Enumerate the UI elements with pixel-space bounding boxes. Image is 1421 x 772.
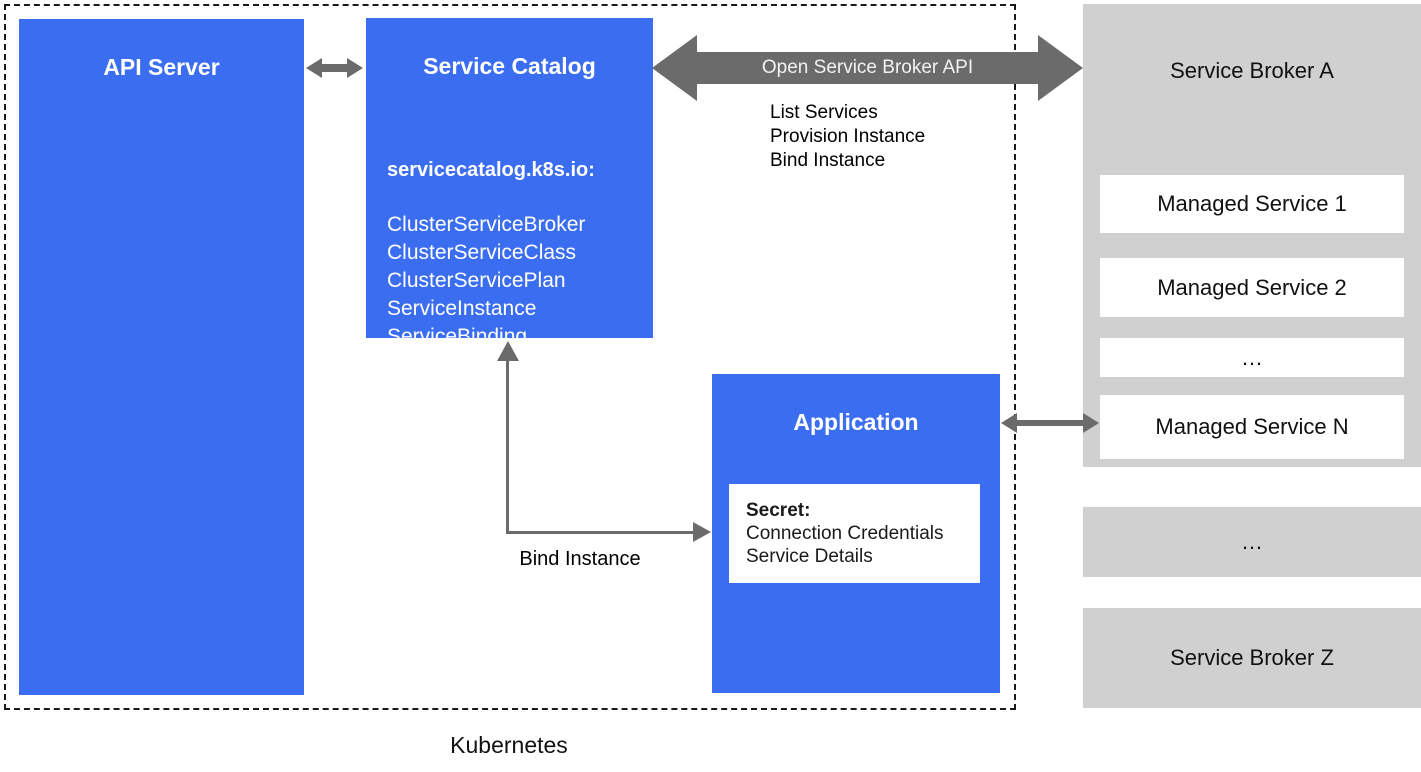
osb-api-label: Open Service Broker API [761,57,974,78]
managed-service-box: Managed Service N [1100,395,1404,459]
service-catalog-title: Service Catalog [423,53,596,79]
arrow-left-head-icon [652,35,697,101]
osb-operations-list: List Services Provision Instance Bind In… [770,101,925,173]
api-server-service-catalog-arrow [306,58,363,78]
arrow-right-head-icon [1038,35,1083,101]
api-server-box: API Server [19,19,304,695]
arrow-shaft [322,64,347,72]
bind-instance-arrow-up-head-icon [497,341,519,361]
osb-operation: List Services [770,102,878,123]
arrow-shaft [1017,420,1083,426]
open-service-broker-api-arrow: Open Service Broker API [652,35,1083,101]
service-catalog-box: Service Catalog servicecatalog.k8s.io: C… [366,18,653,348]
bind-instance-label: Bind Instance [519,548,641,570]
bind-instance-arrow-vertical-line [506,359,509,533]
arrow-left-head-icon [306,58,322,78]
resource-item: ServiceInstance [387,297,537,320]
secret-label: Secret: [746,500,811,521]
osb-operation: Provision Instance [770,126,926,147]
arrow-shaft: Open Service Broker API [697,52,1038,84]
resource-item: ClusterServicePlan [387,269,566,292]
bind-instance-arrow-right-head-icon [693,522,711,542]
secret-line: Service Details [746,546,873,567]
kubernetes-boundary [4,4,1016,710]
resource-item: ServiceBinding [387,325,528,348]
osb-operation: Bind Instance [770,150,886,171]
service-broker-a-box: Service Broker A Managed Service 1 Manag… [1083,4,1421,467]
service-catalog-api-group: servicecatalog.k8s.io: [387,159,595,181]
arrow-right-head-icon [1083,413,1099,433]
application-title: Application [793,409,919,435]
kubernetes-label: Kubernetes [450,732,568,758]
bind-instance-arrow-horizontal-line [506,531,694,534]
service-broker-ellipsis-box: … [1083,507,1421,577]
secret-line: Connection Credentials [746,523,944,544]
application-box: Application Secret: Connection Credentia… [712,374,1000,693]
resource-item: ClusterServiceBroker [387,213,586,236]
service-broker-a-title: Service Broker A [1170,58,1334,83]
application-managed-service-arrow [1001,413,1099,433]
arrow-right-head-icon [347,58,363,78]
service-broker-z-box: Service Broker Z [1083,608,1421,708]
api-server-title: API Server [103,54,220,80]
service-catalog-resource-list: ClusterServiceBroker ClusterServiceClass… [387,211,585,351]
secret-box: Secret: Connection Credentials Service D… [729,484,980,583]
resource-item: ClusterServiceClass [387,241,577,264]
managed-service-ellipsis-box: … [1100,338,1404,377]
managed-service-box: Managed Service 1 [1100,175,1404,233]
managed-service-box: Managed Service 2 [1100,258,1404,317]
arrow-left-head-icon [1001,413,1017,433]
